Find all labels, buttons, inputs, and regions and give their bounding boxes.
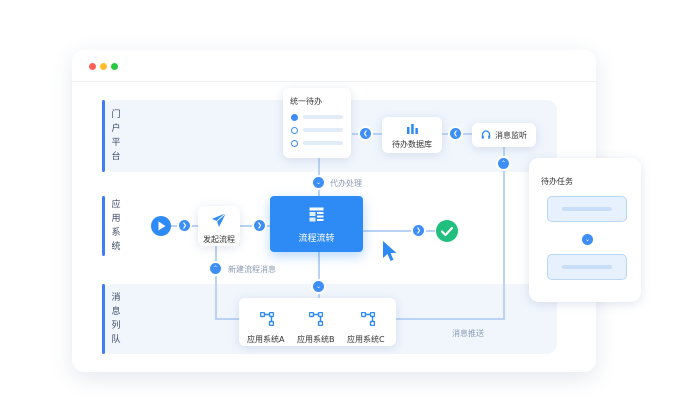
chevron-down-icon: ⌄ (313, 281, 324, 292)
window-close-dot[interactable] (89, 63, 96, 70)
lane-label-queue: 消息列队 (111, 293, 121, 345)
chevron-right-icon: ❯ (179, 220, 190, 231)
app-b-node-icon (309, 312, 323, 326)
chevron-left-icon: ❮ (450, 128, 461, 139)
task-item[interactable] (547, 196, 627, 222)
todo-row-bar (303, 128, 343, 132)
chevron-left-icon: ❮ (360, 128, 371, 139)
chevron-up-icon: ⌃ (498, 158, 509, 169)
window-maximize-dot[interactable] (111, 63, 118, 70)
msg-monitor-label: 消息监听 (495, 131, 527, 140)
todo-db-card[interactable]: 待办数据库 (382, 117, 442, 153)
checked-circle-icon (291, 114, 298, 121)
bar-chart-icon (407, 124, 418, 134)
empty-circle-icon (291, 127, 298, 134)
edge-apps-push (396, 318, 504, 320)
lane-portal-bar (102, 100, 105, 172)
edge-start-down (215, 246, 217, 320)
success-check-icon (436, 220, 458, 242)
edge-start-apps (215, 318, 239, 320)
play-icon[interactable] (151, 216, 171, 236)
task-panel: 待办任务 (529, 158, 641, 302)
task-item-bar (562, 265, 612, 269)
app-c-node-icon (361, 312, 375, 326)
task-item[interactable] (547, 254, 627, 280)
todo-card-title: 统一待办 (290, 97, 322, 106)
todo-card[interactable]: 统一待办 (283, 88, 351, 158)
headset-icon (481, 130, 491, 139)
app-systems-card: 应用系统A 应用系统B 应用系统C (239, 298, 396, 346)
empty-circle-icon (291, 140, 298, 147)
edge-label-push: 消息推送 (452, 329, 484, 338)
flow-engine-icon (309, 207, 324, 222)
chevron-down-icon: ⌄ (313, 177, 324, 188)
lane-label-portal: 门户平台 (111, 110, 121, 162)
app-a-node-icon (260, 312, 274, 326)
chevron-right-icon: ❯ (413, 225, 424, 236)
edge-push-monitor (503, 146, 505, 320)
lane-application-bar (102, 196, 105, 256)
app-a-label[interactable]: 应用系统A (247, 335, 285, 344)
chevron-down-icon: ⌄ (582, 234, 593, 245)
paper-plane-icon (212, 212, 227, 227)
edge-engine-done (363, 230, 435, 232)
lane-label-application: 应用系统 (111, 200, 121, 252)
start-flow-label: 发起流程 (203, 235, 235, 244)
app-c-label[interactable]: 应用系统C (347, 335, 385, 344)
chevron-up-icon: ⌃ (210, 263, 221, 274)
chevron-right-icon: ❯ (254, 220, 265, 231)
titlebar-divider (72, 81, 596, 82)
edge-label-proxy: 代办处理 (330, 179, 362, 188)
mouse-cursor-icon (383, 241, 397, 261)
task-panel-title: 待办任务 (541, 177, 573, 186)
todo-row-bar (303, 141, 343, 145)
msg-monitor-card[interactable]: 消息监听 (472, 123, 536, 147)
lane-queue-bar (102, 284, 105, 354)
task-item-bar (562, 207, 612, 211)
todo-row-bar (303, 115, 343, 119)
flow-engine-node[interactable]: 流程流转 (270, 196, 363, 252)
todo-db-label: 待办数据库 (392, 140, 432, 149)
flow-engine-label: 流程流转 (298, 234, 335, 244)
edge-engine-apps (318, 252, 320, 300)
edge-label-new-message: 新建流程消息 (228, 265, 276, 274)
app-b-label[interactable]: 应用系统B (297, 335, 335, 344)
start-flow-card[interactable]: 发起流程 (198, 206, 240, 246)
window-minimize-dot[interactable] (100, 63, 107, 70)
